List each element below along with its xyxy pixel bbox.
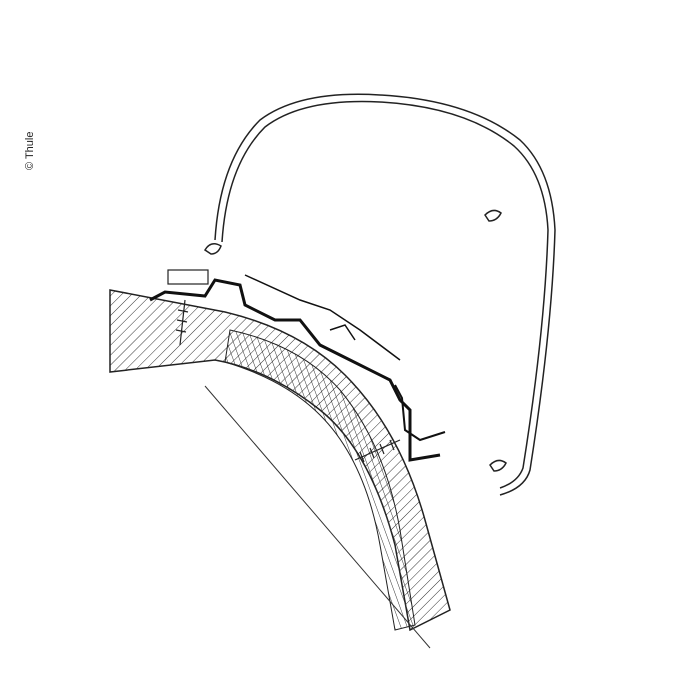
screw-right [354,439,401,463]
rail-adapter-profile [149,274,446,462]
copyright-label: © Thule [24,131,36,170]
awning-casing [203,93,556,496]
roof-section [109,289,451,649]
screw-left [167,269,209,346]
